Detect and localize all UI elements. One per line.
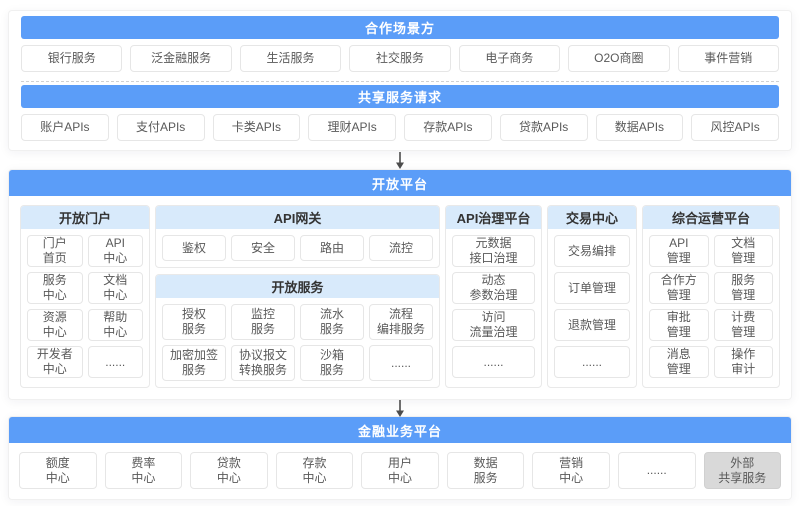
operations-grid: API 管理 文档 管理 合作方 管理 服务 管理 审批 管理 计费 管理 消息…	[643, 229, 779, 384]
diagram-node: 开发者 中心	[27, 346, 83, 378]
diagram-node: 数据 服务	[446, 452, 525, 489]
external-shared-services-node: 外部 共享服务	[703, 452, 782, 489]
diagram-node: 流程 编排服务	[369, 304, 433, 340]
diagram-node: 元数据 接口治理	[452, 235, 535, 267]
diagram-node: 审批 管理	[649, 309, 709, 341]
diagram-node: O2O商圈	[568, 45, 670, 72]
diagram-node: 存款 中心	[275, 452, 354, 489]
diagram-node: 流控	[369, 235, 433, 261]
finance-row: 额度 中心 费率 中心 贷款 中心 存款 中心 用户 中心 数据 服务 营销 中…	[9, 443, 791, 499]
cooperation-shared-card: 合作场景方 银行服务 泛金融服务 生活服务 社交服务 电子商务 O2O商圈 事件…	[8, 10, 792, 151]
open-platform-card: 开放平台 开放门户 门户 首页 API 中心 服务 中心 文档 中心 资源 中心…	[8, 169, 792, 400]
diagram-node: 文档 中心	[87, 272, 143, 304]
diagram-node: 数据APIs	[595, 114, 684, 141]
diagram-node: 流水 服务	[300, 304, 364, 340]
flow-connector	[8, 399, 792, 417]
diagram-node: 银行服务	[21, 45, 123, 72]
diagram-node: 卡类APIs	[212, 114, 301, 141]
portal-title: 开放门户	[21, 206, 149, 229]
down-arrow-icon	[396, 399, 404, 417]
diagram-node: 消息 管理	[649, 346, 709, 378]
operations-title: 综合运营平台	[643, 206, 779, 229]
diagram-node: 帮助 中心	[87, 309, 143, 341]
diagram-node: 存款APIs	[404, 114, 492, 141]
diagram-node: ......	[87, 346, 143, 378]
open-platform-title: 开放平台	[9, 170, 791, 196]
diagram-node: ......	[452, 346, 535, 378]
diagram-node: 账户APIs	[21, 114, 109, 141]
diagram-node: 资源 中心	[27, 309, 83, 341]
diagram-node: 监控 服务	[231, 304, 295, 340]
diagram-node: 贷款 中心	[190, 452, 268, 489]
diagram-node: ......	[369, 345, 433, 381]
diagram-node: 服务 中心	[27, 272, 83, 304]
diagram-node: 授权 服务	[162, 304, 226, 340]
operations-column: 综合运营平台 API 管理 文档 管理 合作方 管理 服务 管理 审批 管理 计…	[642, 205, 780, 388]
api-gateway-grid: 鉴权 安全 路由 流控	[156, 229, 439, 267]
diagram-node: 营销 中心	[532, 452, 610, 489]
diagram-node: 事件营销	[677, 45, 779, 72]
diagram-node: 门户 首页	[27, 235, 83, 267]
shared-apis-row: 账户APIs 支付APIs 卡类APIs 理财APIs 存款APIs 贷款API…	[21, 114, 779, 141]
diagram-node: ......	[617, 452, 696, 489]
diagram-node: 协议报文 转换服务	[231, 345, 295, 381]
diagram-node: 加密加签 服务	[162, 345, 226, 381]
gateway-column: API网关 鉴权 安全 路由 流控 开放服务 授权 服务 监控 服务 流水 服务…	[155, 205, 440, 388]
diagram-node: 文档 管理	[713, 235, 773, 267]
diagram-node: 生活服务	[239, 45, 342, 72]
diagram-node: 风控APIs	[691, 114, 779, 141]
down-arrow-icon	[396, 151, 404, 169]
trade-center-column: 交易中心 交易编排 订单管理 退款管理 ......	[547, 205, 637, 388]
diagram-node: 动态 参数治理	[452, 272, 535, 304]
api-governance-grid: 元数据 接口治理 动态 参数治理 访问 流量治理 ......	[446, 229, 541, 384]
trade-center-title: 交易中心	[548, 206, 636, 229]
api-gateway-title: API网关	[156, 206, 439, 229]
diagram-node: API 中心	[87, 235, 143, 267]
api-governance-column: API治理平台 元数据 接口治理 动态 参数治理 访问 流量治理 ......	[445, 205, 542, 388]
finance-platform-card: 金融业务平台 额度 中心 费率 中心 贷款 中心 存款 中心 用户 中心 数据 …	[8, 416, 792, 500]
diagram-node: 合作方 管理	[649, 272, 709, 304]
diagram-node: 操作 审计	[713, 346, 773, 378]
diagram-node: 贷款APIs	[499, 114, 588, 141]
section-divider	[21, 81, 779, 82]
cooperation-row: 银行服务 泛金融服务 生活服务 社交服务 电子商务 O2O商圈 事件营销	[21, 45, 779, 72]
open-services-panel: 开放服务 授权 服务 监控 服务 流水 服务 流程 编排服务 加密加签 服务 协…	[155, 274, 440, 388]
open-services-title: 开放服务	[156, 275, 439, 298]
diagram-node: 安全	[231, 235, 295, 261]
diagram-node: 用户 中心	[361, 452, 439, 489]
flow-connector	[8, 151, 792, 169]
diagram-node: 沙箱 服务	[300, 345, 364, 381]
diagram-node: 费率 中心	[104, 452, 183, 489]
finance-platform-title: 金融业务平台	[9, 417, 791, 443]
diagram-node: API 管理	[649, 235, 709, 267]
diagram-node: 服务 管理	[713, 272, 773, 304]
diagram-node: ......	[554, 346, 630, 378]
open-platform-columns: 开放门户 门户 首页 API 中心 服务 中心 文档 中心 资源 中心 帮助 中…	[9, 196, 791, 399]
api-gateway-panel: API网关 鉴权 安全 路由 流控	[155, 205, 440, 268]
diagram-node: 退款管理	[554, 309, 630, 341]
diagram-node: 计费 管理	[713, 309, 773, 341]
trade-center-grid: 交易编排 订单管理 退款管理 ......	[548, 229, 636, 384]
portal-grid: 门户 首页 API 中心 服务 中心 文档 中心 资源 中心 帮助 中心 开发者…	[21, 229, 149, 384]
api-governance-title: API治理平台	[446, 206, 541, 229]
shared-section-title: 共享服务请求	[21, 85, 779, 108]
cooperation-section-title: 合作场景方	[21, 16, 779, 39]
diagram-node: 交易编排	[554, 235, 630, 267]
diagram-node: 理财APIs	[308, 114, 396, 141]
diagram-node: 鉴权	[162, 235, 226, 261]
diagram-node: 社交服务	[349, 45, 451, 72]
portal-column: 开放门户 门户 首页 API 中心 服务 中心 文档 中心 资源 中心 帮助 中…	[20, 205, 150, 388]
diagram-node: 泛金融服务	[130, 45, 232, 72]
diagram-node: 订单管理	[554, 272, 630, 304]
diagram-node: 访问 流量治理	[452, 309, 535, 341]
open-services-grid: 授权 服务 监控 服务 流水 服务 流程 编排服务 加密加签 服务 协议报文 转…	[156, 298, 439, 387]
diagram-node: 路由	[300, 235, 364, 261]
diagram-node: 支付APIs	[116, 114, 205, 141]
diagram-node: 额度 中心	[19, 452, 97, 489]
diagram-node: 电子商务	[458, 45, 561, 72]
